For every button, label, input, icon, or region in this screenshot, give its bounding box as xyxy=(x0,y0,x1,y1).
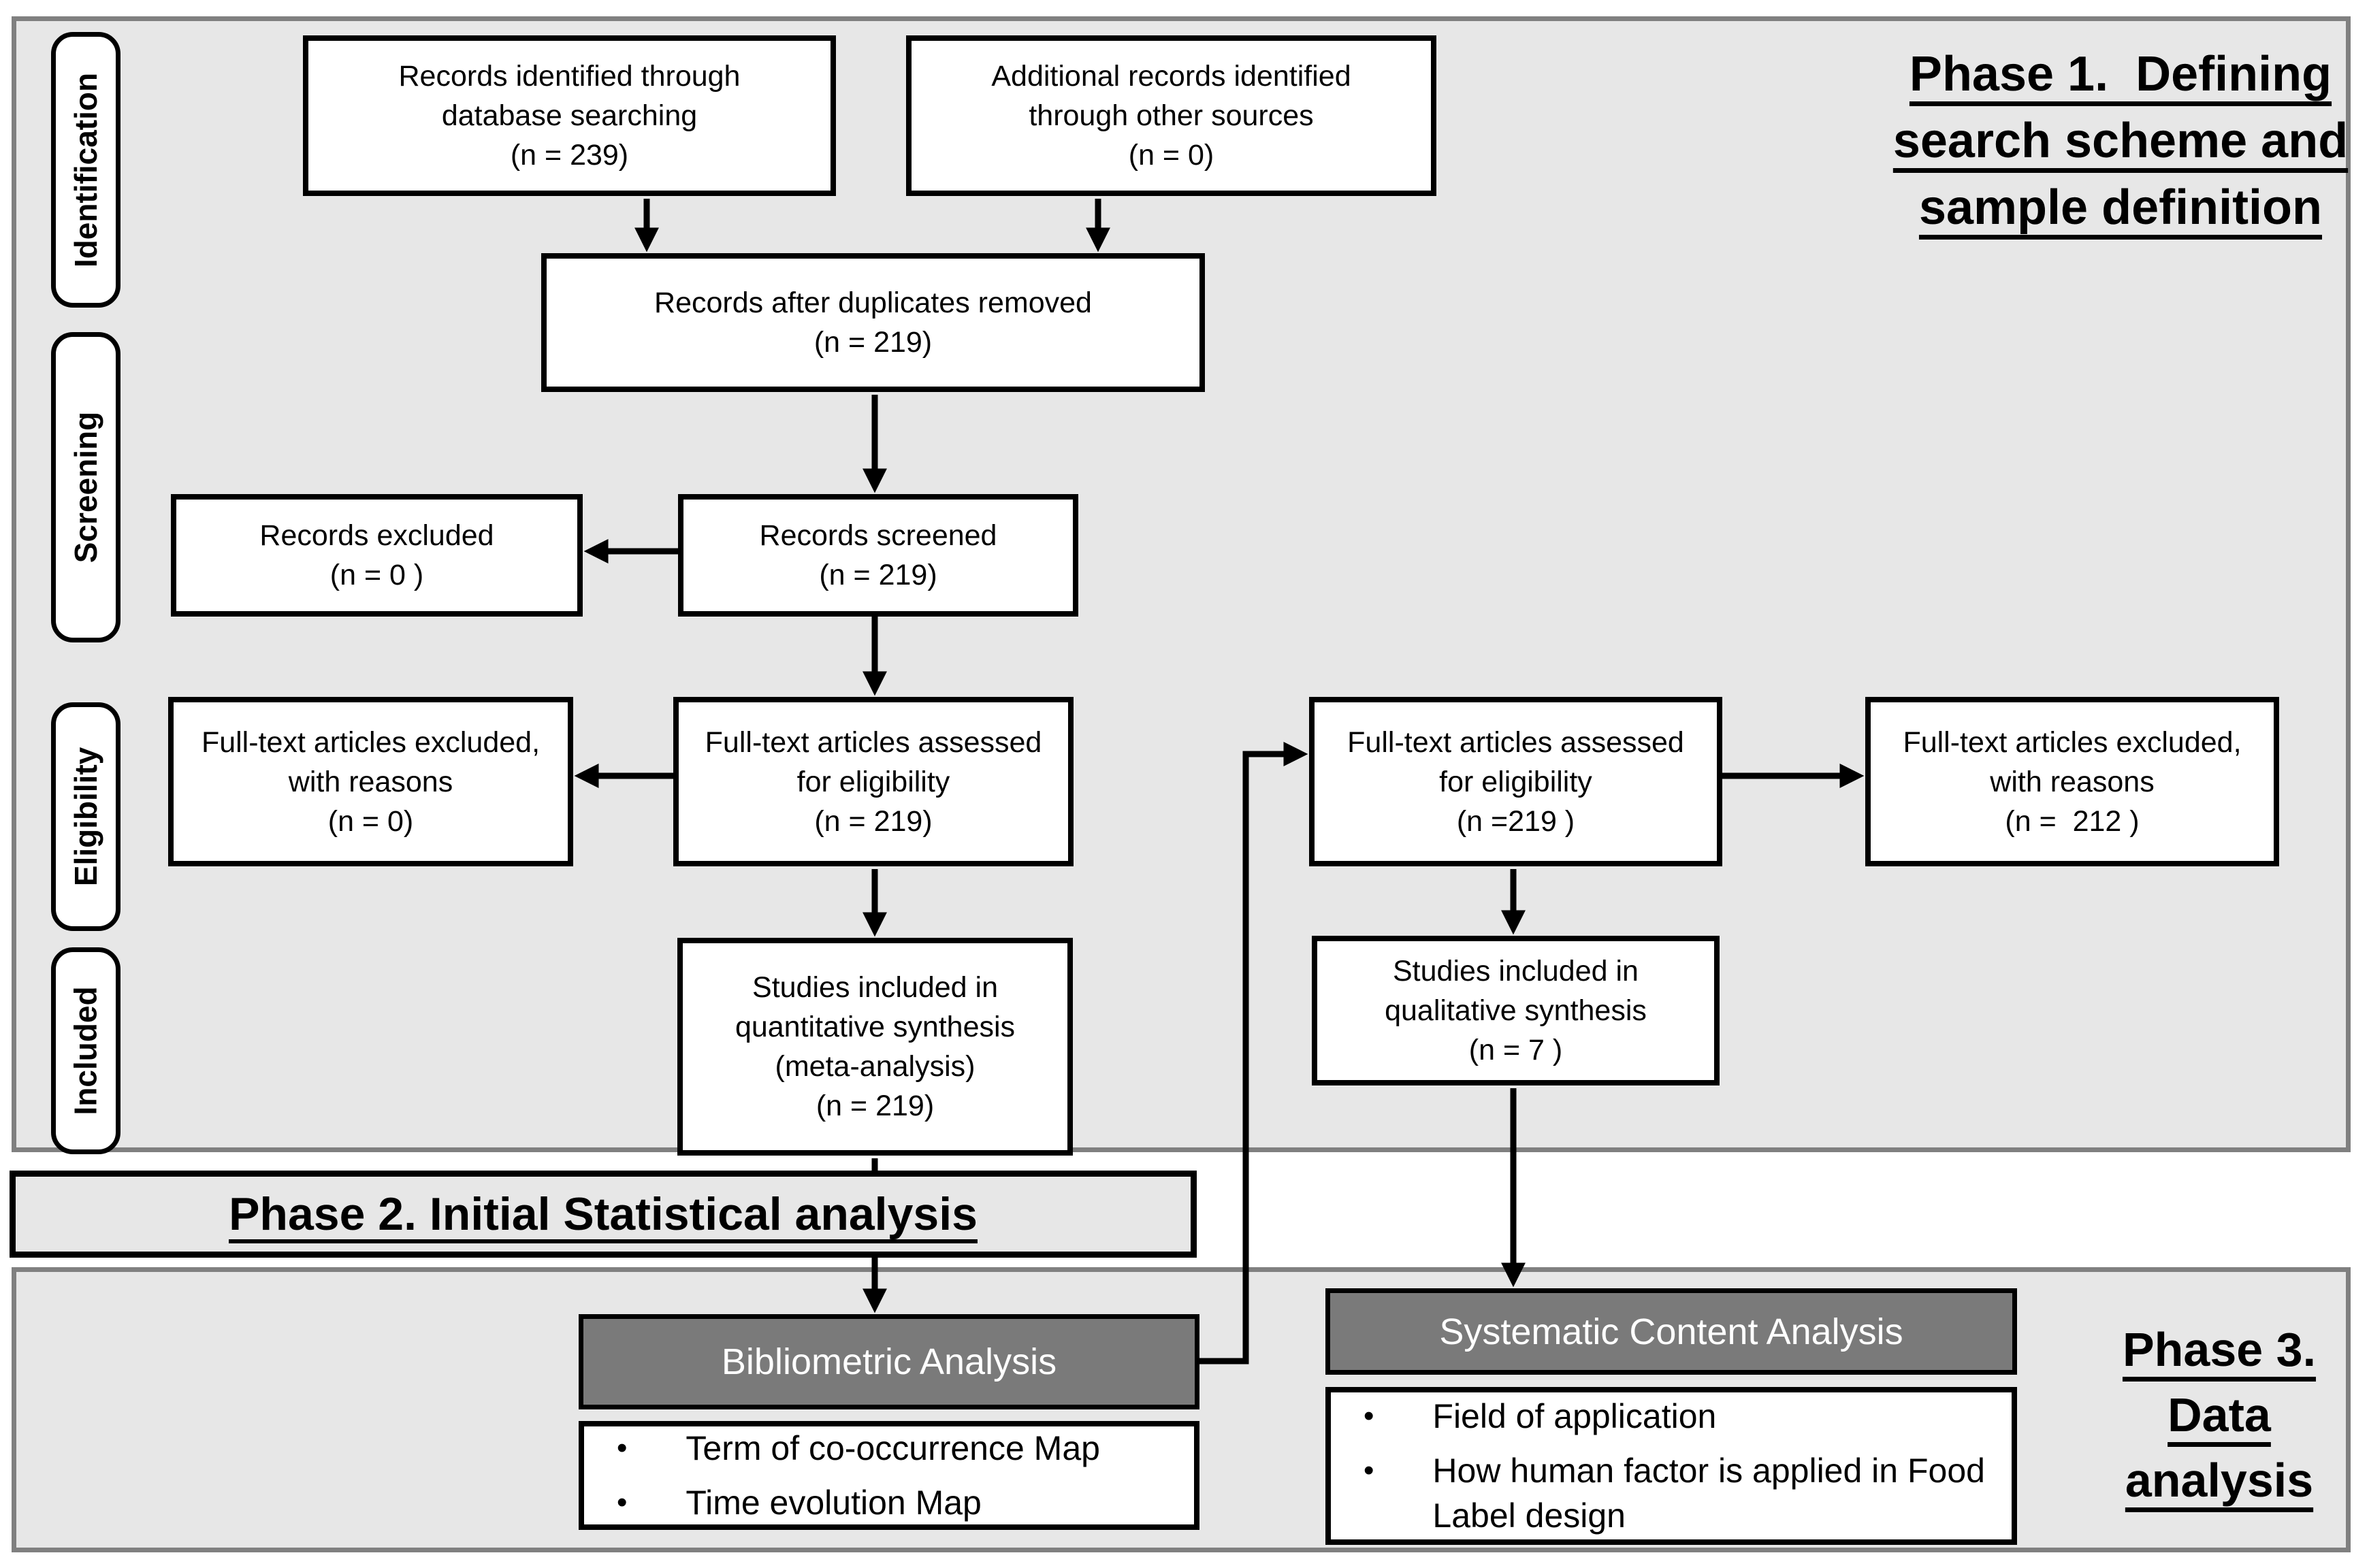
box-text: Additional records identified through ot… xyxy=(991,60,1351,172)
box-text: Records identified through database sear… xyxy=(398,60,741,172)
box-fulltext-assessed-right: Full-text articles assessed for eligibil… xyxy=(1309,697,1722,866)
list-systematic-items: • Field of application • How human facto… xyxy=(1325,1387,2017,1545)
list-item-text: Time evolution Map xyxy=(686,1484,982,1522)
list-item: • How human factor is applied in Food La… xyxy=(1364,1448,1991,1538)
list-item-text: Field of application xyxy=(1432,1397,1717,1435)
list-item: • Time evolution Map xyxy=(617,1480,1174,1525)
box-text: Studies included in qualitative synthesi… xyxy=(1385,955,1647,1066)
stage-label-included: Included xyxy=(51,947,120,1154)
bullet-icon: • xyxy=(617,1431,628,1465)
box-text: Full-text articles excluded, with reason… xyxy=(1903,725,2242,838)
list-item-text: How human factor is applied in Food Labe… xyxy=(1432,1452,1985,1535)
box-after-duplicates: Records after duplicates removed (n = 21… xyxy=(541,253,1205,392)
stage-label-identification: Identification xyxy=(51,32,120,308)
box-quantitative-synthesis: Studies included in quantitative synthes… xyxy=(677,938,1073,1156)
dark-header-text: Systematic Content Analysis xyxy=(1439,1311,1903,1352)
phase2-title: Phase 2. Initial Statistical analysis xyxy=(229,1188,978,1240)
box-records-excluded: Records excluded (n = 0 ) xyxy=(171,494,583,617)
box-text: Full-text articles excluded, with reason… xyxy=(201,725,541,838)
list-item-text: Term of co-occurrence Map xyxy=(686,1429,1100,1467)
box-text: Studies included in quantitative synthes… xyxy=(735,971,1016,1122)
list-item: • Term of co-occurrence Map xyxy=(617,1426,1174,1471)
box-additional-records: Additional records identified through ot… xyxy=(906,35,1436,196)
header-systematic-content-analysis: Systematic Content Analysis xyxy=(1325,1288,2017,1375)
stage-label-text: Identification xyxy=(68,72,104,267)
box-qualitative-synthesis: Studies included in qualitative synthesi… xyxy=(1312,936,1720,1085)
bullet-icon: • xyxy=(617,1486,628,1519)
stage-label-text: Eligibility xyxy=(68,747,103,887)
stage-label-text: Screening xyxy=(68,411,104,564)
box-text: Records screened (n = 219) xyxy=(759,519,997,591)
stage-label-eligibility: Eligibility xyxy=(51,702,120,931)
box-text: Records after duplicates removed (n = 21… xyxy=(654,287,1092,359)
phase2-band: Phase 2. Initial Statistical analysis xyxy=(10,1171,1197,1258)
phase3-title: Phase 3. Data analysis xyxy=(2122,1323,2317,1507)
list-bibliometric-items: • Term of co-occurrence Map • Time evolu… xyxy=(579,1421,1199,1530)
box-text: Records excluded (n = 0 ) xyxy=(259,519,494,591)
box-text: Full-text articles assessed for eligibil… xyxy=(705,725,1042,838)
box-records-screened: Records screened (n = 219) xyxy=(678,494,1078,617)
dark-header-text: Bibliometric Analysis xyxy=(721,1341,1057,1382)
box-records-identified: Records identified through database sear… xyxy=(303,35,836,196)
box-text: Full-text articles assessed for eligibil… xyxy=(1347,725,1684,838)
box-fulltext-excluded-left: Full-text articles excluded, with reason… xyxy=(168,697,573,866)
header-bibliometric-analysis: Bibliometric Analysis xyxy=(579,1314,1199,1409)
bullet-icon: • xyxy=(1364,1454,1374,1487)
stage-label-text: Included xyxy=(68,986,103,1115)
box-fulltext-assessed-left: Full-text articles assessed for eligibil… xyxy=(673,697,1074,866)
list-item: • Field of application xyxy=(1364,1394,1991,1439)
stage-label-screening: Screening xyxy=(51,332,120,642)
box-fulltext-excluded-right: Full-text articles excluded, with reason… xyxy=(1865,697,2279,866)
phase1-title: Phase 1. Defining search scheme and samp… xyxy=(1892,47,2349,235)
bullet-icon: • xyxy=(1364,1399,1374,1433)
